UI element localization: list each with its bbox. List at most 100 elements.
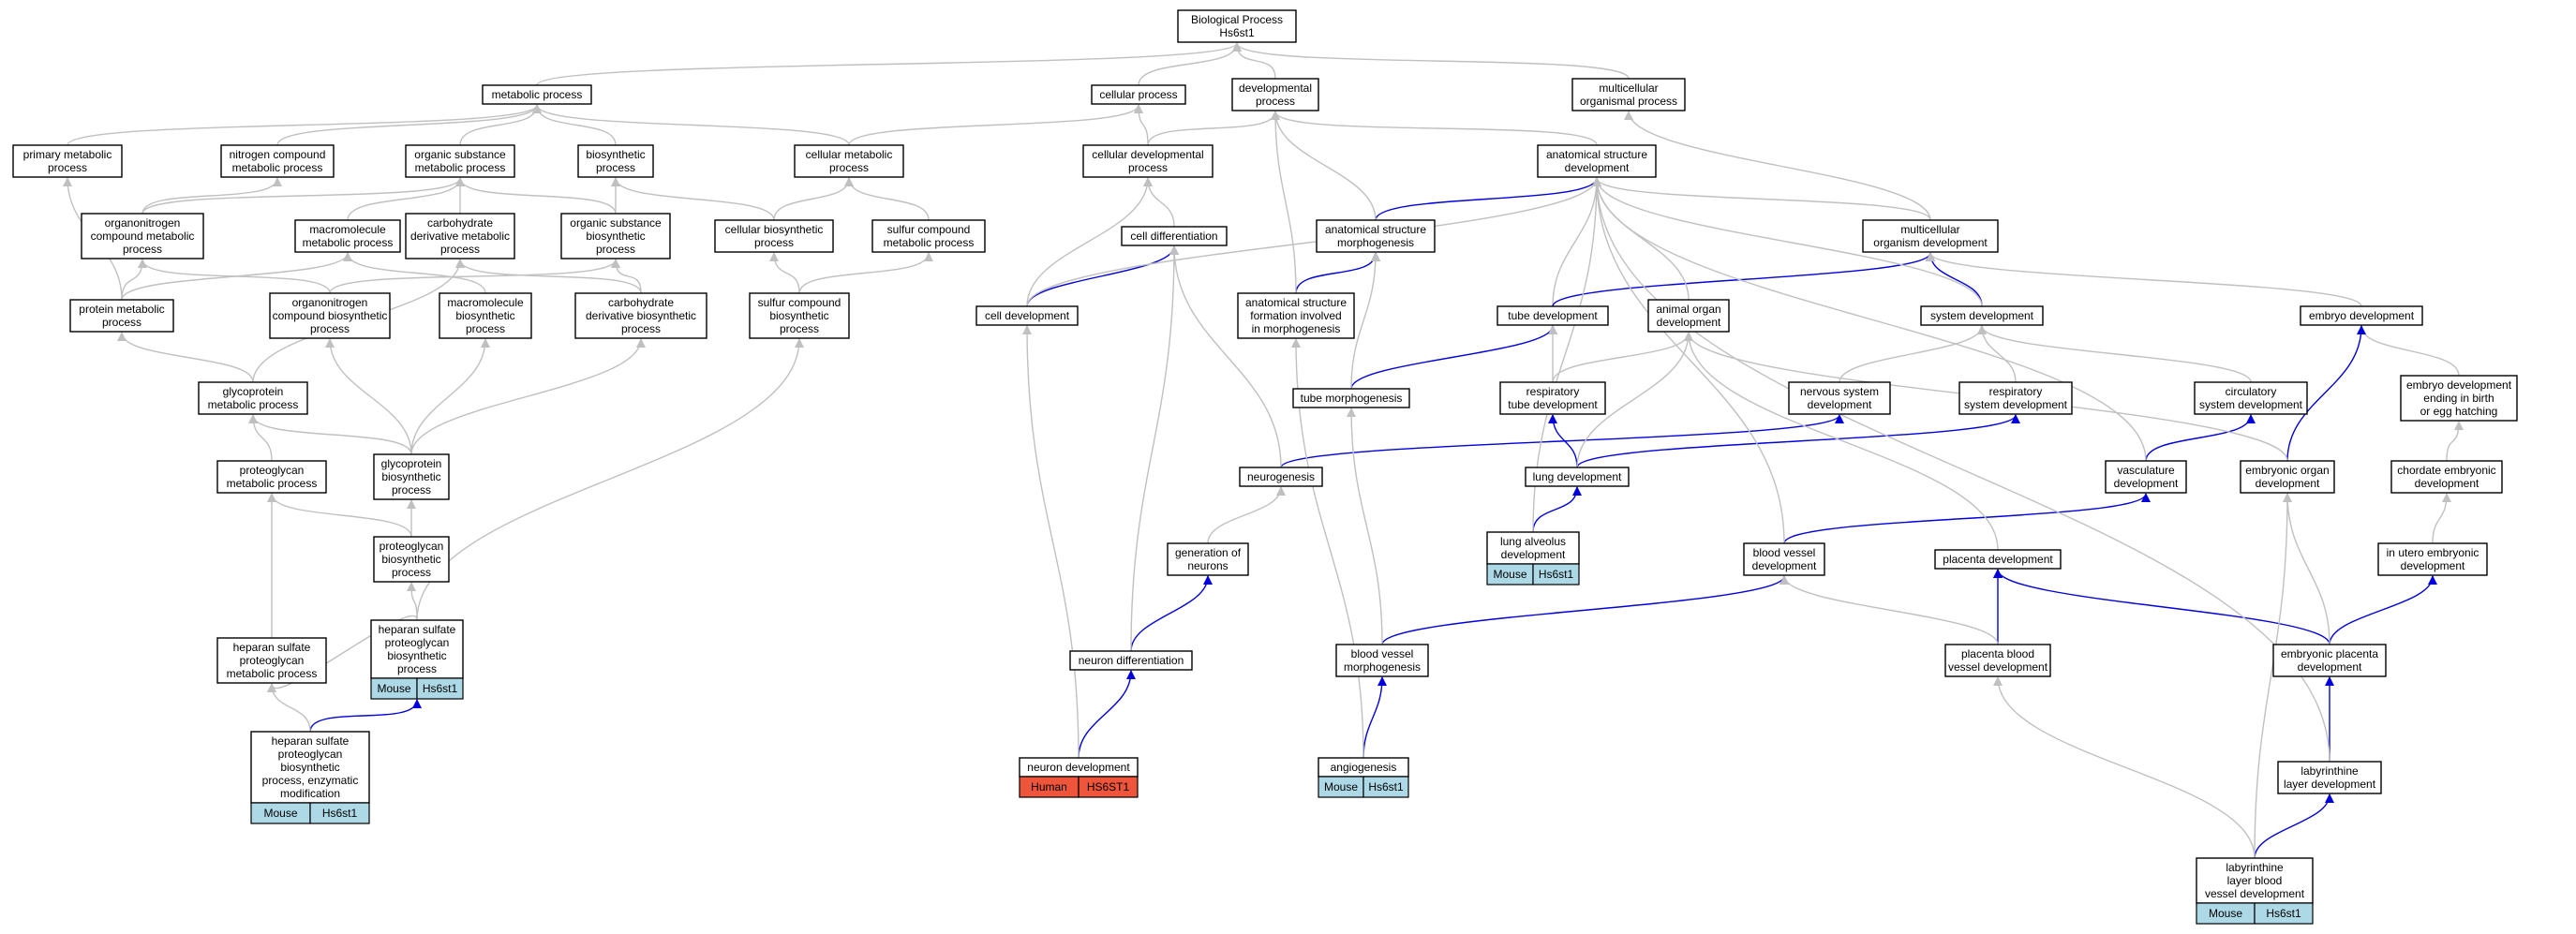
term-node-system-dev[interactable]: system development xyxy=(1920,305,2044,326)
term-node-metabolic[interactable]: metabolic process xyxy=(482,84,592,105)
is-a-edge xyxy=(1624,111,1931,221)
term-node-cellular[interactable]: cellular process xyxy=(1091,84,1186,105)
is-a-edge xyxy=(1350,252,1380,390)
is-a-edge xyxy=(1839,325,1987,383)
term-label-line: development xyxy=(1752,559,1817,572)
badge-label: Hs6st1 xyxy=(423,682,458,695)
term-node-hs-pg-enzymatic[interactable]: heparan sulfateproteoglycanbiosyntheticp… xyxy=(250,731,370,824)
term-node-box xyxy=(373,536,450,583)
is-a-edge xyxy=(267,493,412,538)
term-label-line: embryonic placenta xyxy=(2281,647,2378,660)
is-a-edge xyxy=(248,414,412,455)
term-node-tube-dev[interactable]: tube development xyxy=(1496,305,1609,326)
term-label-line: process, enzymatic xyxy=(262,774,359,787)
term-label-line: development xyxy=(1501,548,1566,561)
term-label-line: organic substance xyxy=(570,216,662,230)
term-label-line: heparan sulfate xyxy=(272,734,350,748)
term-node-placenta-dev[interactable]: placenta development xyxy=(1934,549,2062,570)
term-label-line: compound metabolic xyxy=(91,230,195,243)
term-label-line: biosynthetic xyxy=(387,649,446,662)
term-node-box xyxy=(1335,644,1429,677)
term-label-line: proteoglycan xyxy=(240,464,305,477)
term-label-line: or egg hatching xyxy=(2420,405,2498,418)
term-node-tube-morph[interactable]: tube morphogenesis xyxy=(1292,388,1410,408)
term-label-line: organism development xyxy=(1873,236,1988,249)
term-label-line: animal organ xyxy=(1656,303,1720,316)
term-label-line: biosynthetic xyxy=(586,148,645,161)
part-of-edge xyxy=(1381,575,1789,645)
term-label-line: modification xyxy=(280,787,340,800)
term-label-line: biosynthetic xyxy=(381,470,440,483)
part-of-edge xyxy=(2286,325,2366,462)
term-label-line: metabolic process xyxy=(232,161,323,174)
term-node-box xyxy=(714,219,834,253)
term-label-line: metabolic process xyxy=(884,236,975,249)
term-label-line: process xyxy=(397,662,437,675)
human-badge-cell xyxy=(1078,776,1139,798)
term-label-line: development xyxy=(2256,477,2320,490)
term-node-lung-dev[interactable]: lung development xyxy=(1525,467,1630,487)
term-label-line: biosynthetic xyxy=(769,309,828,322)
term-node-neurogenesis[interactable]: neurogenesis xyxy=(1239,467,1323,487)
term-label-line: development xyxy=(1565,161,1630,174)
term-node-cell-dev[interactable]: cell development xyxy=(975,305,1079,326)
is-a-edge xyxy=(2283,493,2330,645)
term-node-hs-pg-bio[interactable]: heparan sulfateproteoglycanbiosyntheticp… xyxy=(370,619,464,700)
term-node-embryo-dev[interactable]: embryo development xyxy=(2300,305,2423,326)
term-label-line: embryonic organ xyxy=(2245,464,2329,477)
term-node-cell-diff[interactable]: cell differentiation xyxy=(1121,226,1228,246)
term-label-line: organismal process xyxy=(1580,95,1677,108)
term-node-neuron-diff[interactable]: neuron differentiation xyxy=(1069,650,1193,671)
term-label-line: morphogenesis xyxy=(1337,236,1414,249)
